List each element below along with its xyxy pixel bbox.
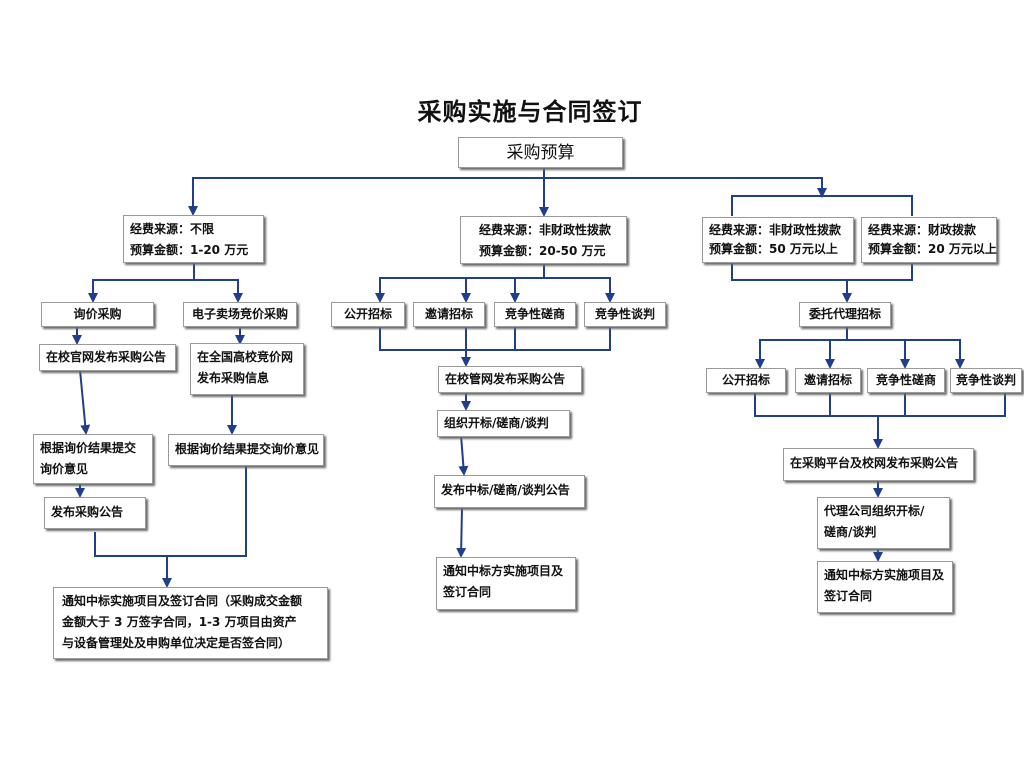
ecommerce-announce-line-1: 在全国高校竞价网 bbox=[197, 350, 294, 364]
notify-node-large: 通知中标方实施项目及 签订合同 bbox=[817, 561, 953, 613]
method-node-negotiation: 竞争性谈判 bbox=[584, 302, 666, 327]
inquiry-announce-label: 在校官网发布采购公告 bbox=[46, 350, 167, 364]
ecommerce-submit-node: 根据询价结果提交询价意见 bbox=[168, 434, 324, 466]
notify-line-2: 签订合同 bbox=[824, 589, 873, 603]
method-node-negotiation: 竞争性谈判 bbox=[950, 368, 1022, 393]
budget-label: 采购预算 bbox=[506, 143, 575, 163]
platform-announce-node: 在采购平台及校网发布采购公告 bbox=[783, 448, 974, 481]
agency-organize-node: 代理公司组织开标/ 磋商/谈判 bbox=[817, 497, 950, 549]
diagram-title: 采购实施与合同签订 bbox=[417, 97, 643, 126]
ecommerce-label: 电子卖场竞价采购 bbox=[191, 307, 288, 321]
funding-node-nonfiscal: 经费来源：非财政性拨款 预算金额：20-50 万元 bbox=[460, 216, 627, 264]
funding-source: 经费来源：财政拨款 bbox=[868, 223, 977, 237]
funding-node-unlimited: 经费来源：不限 预算金额：1-20 万元 bbox=[123, 215, 264, 263]
agency-node: 委托代理招标 bbox=[799, 302, 891, 327]
funding-source: 经费来源：非财政性拨款 bbox=[479, 223, 612, 237]
agency-label: 委托代理招标 bbox=[808, 307, 881, 321]
method-label: 公开招标 bbox=[343, 307, 392, 321]
method-label: 竞争性磋商 bbox=[504, 307, 565, 321]
notify-line-1: 通知中标方实施项目及 bbox=[443, 564, 564, 578]
organize-node: 组织开标/磋商/谈判 bbox=[437, 410, 570, 437]
inquiry-submit-node: 根据询价结果提交 询价意见 bbox=[33, 434, 153, 484]
method-label: 竞争性谈判 bbox=[955, 373, 1016, 387]
method-label: 邀请招标 bbox=[803, 373, 852, 387]
agency-organize-line-1: 代理公司组织开标/ bbox=[824, 504, 925, 518]
platform-announce-label: 在采购平台及校网发布采购公告 bbox=[790, 456, 959, 470]
inquiry-submit-line-2: 询价意见 bbox=[40, 462, 89, 476]
notify-node-nonfiscal: 通知中标方实施项目及 签订合同 bbox=[436, 557, 576, 610]
budget-amount: 预算金额：20 万元以上 bbox=[868, 242, 997, 256]
method-node-invited-tender: 邀请招标 bbox=[795, 368, 861, 393]
inquiry-announce-node: 在校官网发布采购公告 bbox=[39, 344, 176, 371]
notify-line-1: 通知中标实施项目及签订合同（采购成交金额 bbox=[62, 594, 303, 608]
method-node-consultation: 竞争性磋商 bbox=[867, 368, 945, 393]
method-label: 邀请招标 bbox=[424, 307, 473, 321]
budget-amount: 预算金额：50 万元以上 bbox=[709, 242, 838, 256]
funding-node-nonfiscal-large: 经费来源：非财政性拨款 预算金额：50 万元以上 bbox=[702, 217, 854, 263]
method-node-open-tender: 公开招标 bbox=[331, 302, 405, 327]
funding-node-fiscal: 经费来源：财政拨款 预算金额：20 万元以上 bbox=[861, 217, 997, 263]
funding-source: 经费来源：不限 bbox=[130, 222, 215, 236]
ecommerce-announce-node: 在全国高校竞价网 发布采购信息 bbox=[190, 343, 304, 395]
notify-node-unlimited: 通知中标实施项目及签订合同（采购成交金额 金额大于 3 万签字合同，1-3 万项… bbox=[53, 587, 328, 659]
nonfiscal-announce-node: 在校管网发布采购公告 bbox=[438, 366, 582, 393]
inquiry-submit-line-1: 根据询价结果提交 bbox=[40, 441, 137, 455]
ecommerce-submit-label: 根据询价结果提交询价意见 bbox=[175, 442, 320, 456]
notify-line-3: 与设备管理处及申购单位决定是否签合同） bbox=[62, 636, 291, 650]
notify-line-2: 金额大于 3 万签字合同，1-3 万项目由资产 bbox=[62, 615, 297, 629]
agency-organize-line-2: 磋商/谈判 bbox=[824, 525, 877, 539]
organize-label: 组织开标/磋商/谈判 bbox=[444, 416, 549, 430]
publish-result-node: 发布中标/磋商/谈判公告 bbox=[434, 475, 585, 508]
method-label: 竞争性谈判 bbox=[594, 307, 655, 321]
notify-line-2: 签订合同 bbox=[443, 585, 492, 599]
budget-amount: 预算金额：20-50 万元 bbox=[479, 244, 606, 258]
publish-result-label: 发布中标/磋商/谈判公告 bbox=[441, 483, 570, 497]
nonfiscal-announce-label: 在校管网发布采购公告 bbox=[445, 372, 566, 386]
ecommerce-announce-line-2: 发布采购信息 bbox=[197, 371, 270, 385]
budget-node: 采购预算 bbox=[458, 137, 623, 168]
method-node-open-tender: 公开招标 bbox=[706, 368, 786, 393]
method-label: 竞争性磋商 bbox=[875, 373, 936, 387]
method-node-invited-tender: 邀请招标 bbox=[413, 302, 485, 327]
inquiry-node: 询价采购 bbox=[41, 302, 154, 327]
funding-source: 经费来源：非财政性拨款 bbox=[709, 223, 842, 237]
budget-amount: 预算金额：1-20 万元 bbox=[130, 243, 249, 257]
publish-announce-node: 发布采购公告 bbox=[44, 497, 146, 529]
inquiry-label: 询价采购 bbox=[73, 307, 122, 321]
method-label: 公开招标 bbox=[721, 373, 770, 387]
notify-line-1: 通知中标方实施项目及 bbox=[824, 568, 945, 582]
method-node-consultation: 竞争性磋商 bbox=[494, 302, 576, 327]
publish-announce-label: 发布采购公告 bbox=[51, 505, 124, 519]
ecommerce-node: 电子卖场竞价采购 bbox=[183, 302, 297, 327]
